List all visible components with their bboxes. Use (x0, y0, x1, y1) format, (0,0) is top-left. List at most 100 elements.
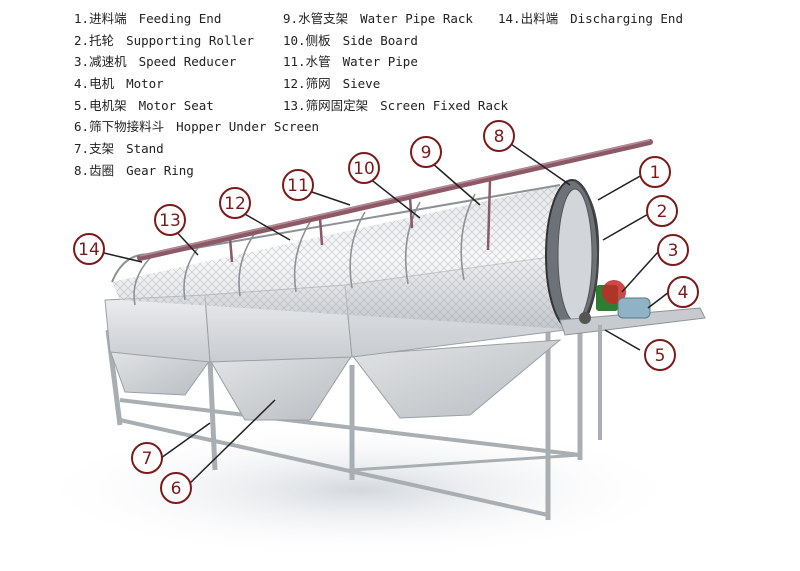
callout-number: 5 (655, 346, 666, 366)
callout-8: 8 (483, 120, 515, 152)
legend-number: 2. (74, 32, 90, 48)
callout-number: 14 (78, 240, 100, 260)
legend-number: 1. (74, 11, 90, 26)
legend-column-3: 14.出料端 Discharging End (498, 8, 683, 30)
legend-chinese-label: 筛下物接料斗 (89, 119, 165, 135)
legend-chinese-label: 电机架 (89, 97, 127, 113)
callout-circle (667, 276, 699, 308)
callout-circle (644, 339, 676, 371)
callout-number: 4 (678, 283, 689, 303)
legend-chinese-label: 筛网 (305, 76, 331, 92)
callout-2: 2 (646, 195, 678, 227)
callout-circle (348, 152, 380, 184)
legend-item: 7.支架 Stand (74, 138, 319, 160)
legend-chinese-label: 减速机 (89, 54, 127, 70)
legend-english-label: Supporting Roller (126, 32, 255, 48)
callout-number: 11 (287, 176, 309, 196)
legend-chinese-label: 支架 (89, 141, 115, 157)
callout-5: 5 (644, 339, 676, 371)
callout-number: 9 (421, 143, 432, 163)
sieve-drum (111, 184, 580, 330)
legend-english-label: Discharging End (570, 11, 683, 26)
motor-seat (559, 307, 706, 440)
callout-9: 9 (410, 136, 442, 168)
callout-number: 1 (650, 163, 661, 183)
legend-english-label: Motor (126, 76, 164, 92)
callout-14: 14 (73, 233, 105, 265)
legend-english-label: Speed Reducer (138, 54, 237, 70)
legend-item: 3.减速机 Speed Reducer (74, 51, 319, 73)
legend-chinese-label: 出料端 (520, 11, 559, 26)
legend-item: 2.托轮 Supporting Roller (74, 30, 319, 52)
legend-chinese-label: 水管支架 (298, 11, 349, 26)
legend-number: 3. (74, 54, 90, 70)
legend-item: 12.筛网 Sieve (283, 73, 508, 95)
callout-number: 2 (657, 202, 668, 222)
legend-chinese-label: 筛网固定架 (305, 97, 369, 113)
callout-13: 13 (154, 204, 186, 236)
callout-circle (639, 156, 671, 188)
legend-number: 9. (283, 11, 299, 26)
legend-chinese-label: 侧板 (305, 32, 331, 48)
legend-chinese-label: 进料端 (89, 11, 127, 26)
legend-english-label: Water Pipe Rack (360, 11, 473, 26)
legend-number: 7. (74, 141, 90, 157)
speed-reducer (596, 280, 626, 311)
legend-english-label: Water Pipe (342, 54, 418, 70)
legend-item: 9.水管支架 Water Pipe Rack (283, 8, 508, 30)
legend-chinese-label: 齿圈 (89, 162, 115, 178)
callout-circle (657, 234, 689, 266)
legend-item: 13.筛网固定架 Screen Fixed Rack (283, 95, 508, 117)
legend-chinese-label: 水管 (305, 54, 331, 70)
callout-number: 13 (159, 211, 181, 231)
legend-english-label: Screen Fixed Rack (380, 97, 509, 113)
legend-english-label: Side Board (342, 32, 418, 48)
legend-number: 11. (283, 54, 306, 70)
legend-item: 6.筛下物接料斗 Hopper Under Screen (74, 116, 319, 138)
callout-circle (154, 204, 186, 236)
callout-10: 10 (348, 152, 380, 184)
callout-circle (219, 187, 251, 219)
callout-7: 7 (131, 442, 163, 474)
callout-circle (131, 442, 163, 474)
gear-ring (545, 179, 600, 331)
legend-number: 8. (74, 162, 90, 178)
callout-circle (410, 136, 442, 168)
legend-number: 6. (74, 119, 90, 135)
callout-number: 6 (171, 479, 182, 499)
callout-number: 8 (494, 127, 505, 147)
legend-english-label: Stand (126, 141, 164, 157)
callout-circle (282, 169, 314, 201)
legend-number: 14. (498, 11, 521, 26)
supporting-roller (579, 312, 591, 324)
legend-number: 5. (74, 97, 90, 113)
legend-english-label: Sieve (342, 76, 381, 92)
callout-number: 10 (353, 159, 375, 179)
legend-english-label: Hopper Under Screen (176, 119, 320, 135)
legend-item: 11.水管 Water Pipe (283, 51, 508, 73)
legend-english-label: Feeding End (138, 11, 222, 26)
callout-6: 6 (160, 472, 192, 504)
callout-circle (483, 120, 515, 152)
callout-circle (160, 472, 192, 504)
callout-12: 12 (219, 187, 251, 219)
callout-number: 12 (224, 194, 246, 214)
motor (617, 297, 651, 319)
callout-3: 3 (657, 234, 689, 266)
callout-circle (73, 233, 105, 265)
legend-chinese-label: 托轮 (89, 32, 115, 48)
callout-1: 1 (639, 156, 671, 188)
legend-item: 5.电机架 Motor Seat (74, 95, 319, 117)
legend-english-label: Motor Seat (138, 97, 214, 113)
legend-number: 13. (283, 97, 306, 113)
legend-item: 1.进料端 Feeding End (74, 8, 319, 30)
callout-4: 4 (667, 276, 699, 308)
legend-number: 4. (74, 76, 90, 92)
legend-number: 12. (283, 76, 306, 92)
legend-column-1: 1.进料端 Feeding End 2.托轮 Supporting Roller 3.减… (74, 8, 319, 182)
